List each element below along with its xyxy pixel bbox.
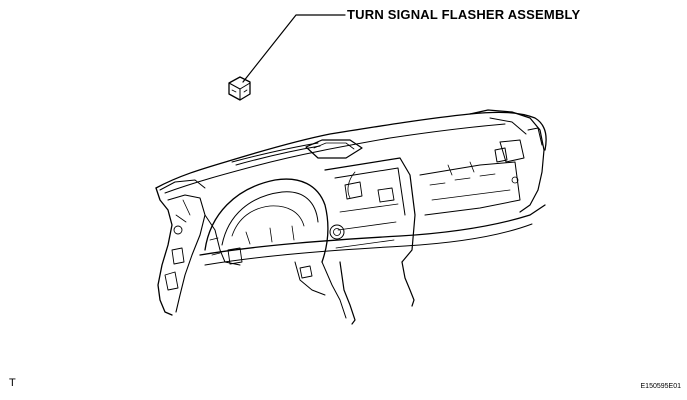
reference-code: E150595E01 xyxy=(640,383,681,390)
flasher-callout-label: TURN SIGNAL FLASHER ASSEMBLY xyxy=(347,7,581,22)
corner-mark: T xyxy=(9,377,16,389)
dashboard-panel xyxy=(155,109,547,325)
flasher-relay-part xyxy=(228,76,251,101)
callout-leader-line xyxy=(242,14,346,83)
